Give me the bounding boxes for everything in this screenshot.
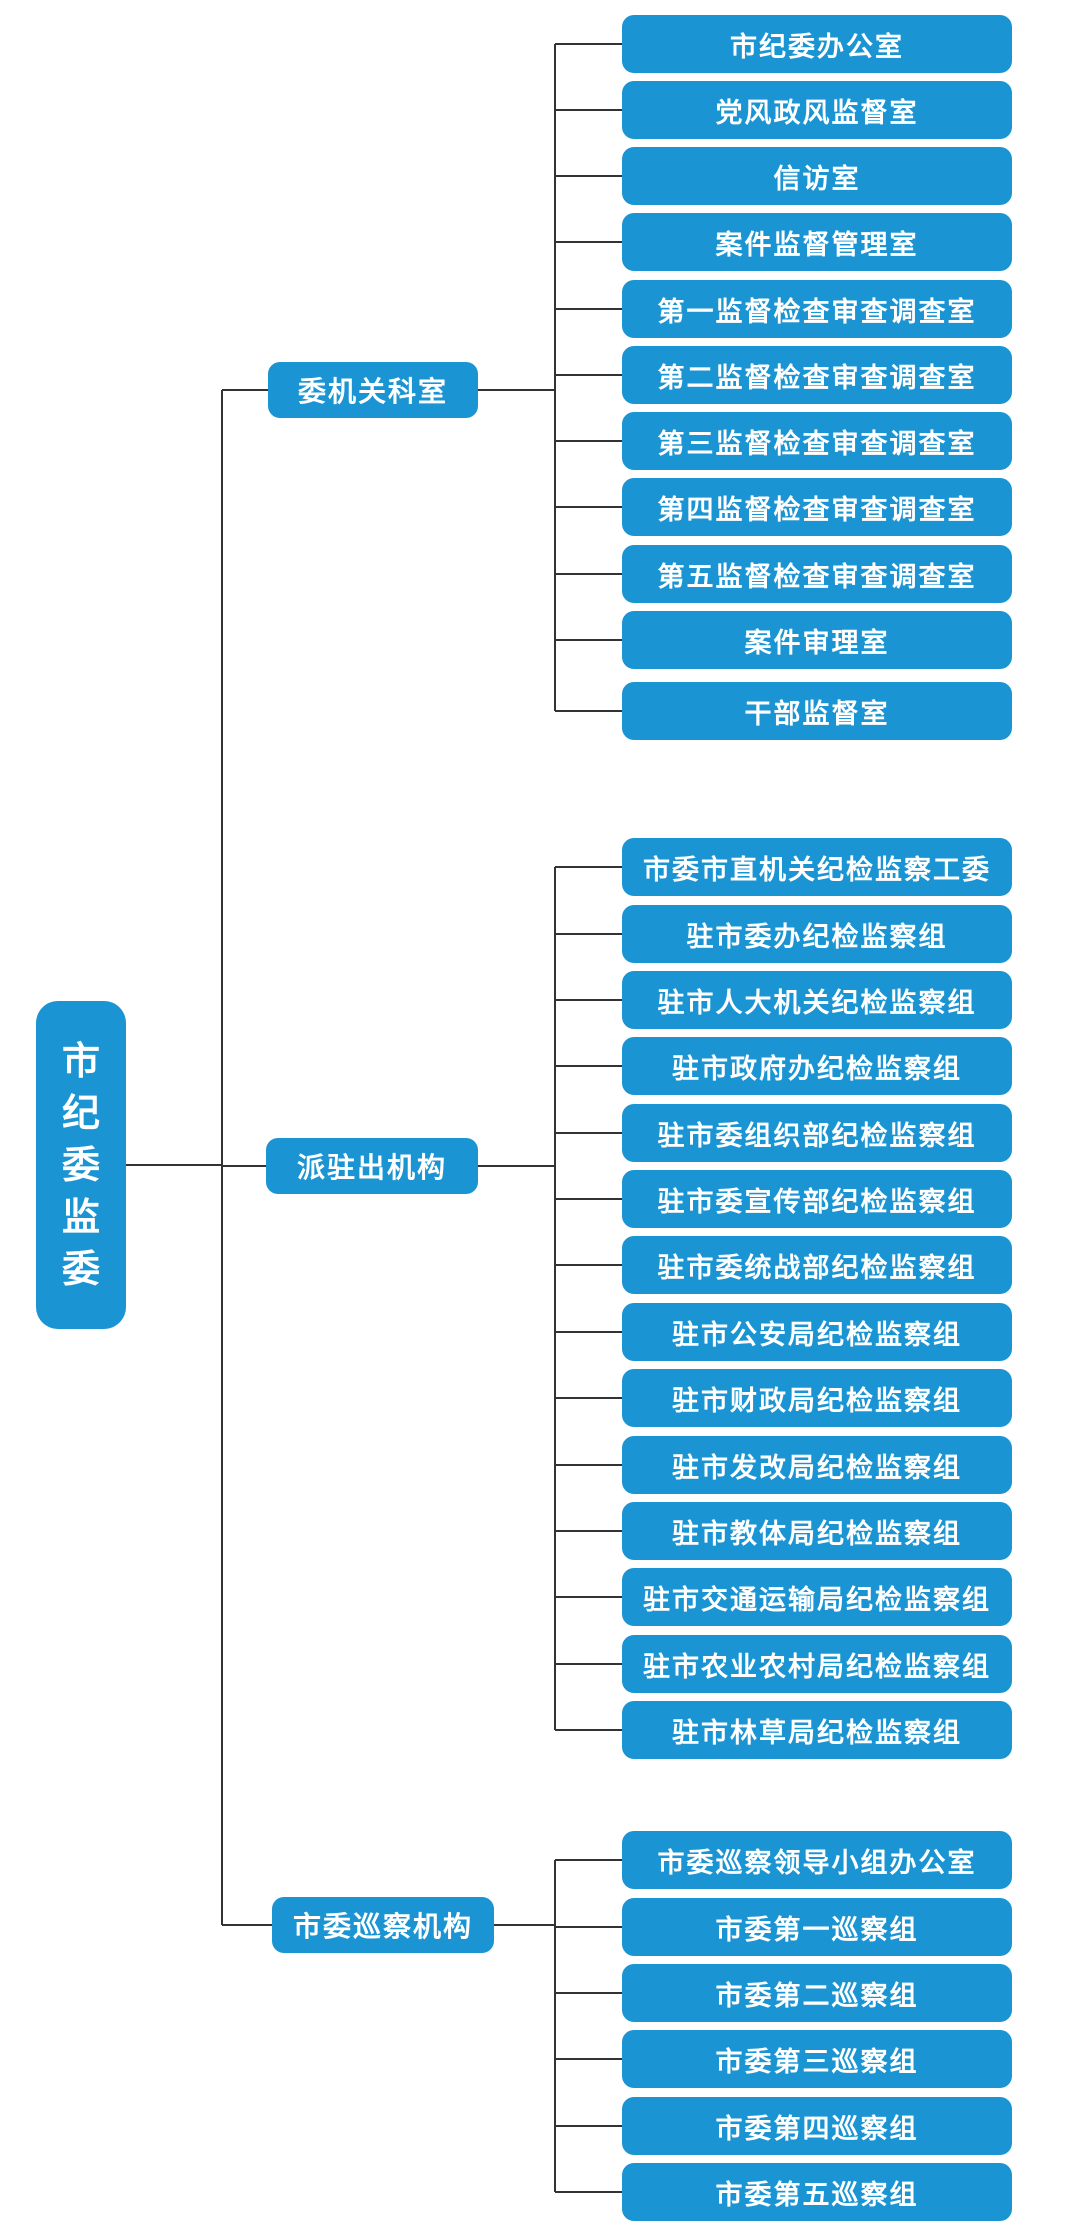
branch-label: 委机关科室 <box>297 375 448 408</box>
leaf-node: 驻市委统战部纪检监察组 <box>622 1236 1012 1294</box>
leaf-label: 驻市发改局纪检监察组 <box>672 1452 962 1484</box>
leaf-label: 市委第五巡察组 <box>715 2179 919 2211</box>
leaf-node: 第四监督检查审查调查室 <box>622 478 1012 536</box>
leaf-label: 驻市委宣传部纪检监察组 <box>657 1186 977 1218</box>
leaf-label: 驻市交通运输局纪检监察组 <box>643 1584 991 1616</box>
leaf-node: 市委第二巡察组 <box>622 1964 1012 2022</box>
leaf-node: 市委第五巡察组 <box>622 2163 1012 2221</box>
leaf-label: 市委第三巡察组 <box>715 2046 919 2078</box>
leaf-label: 市委第二巡察组 <box>715 1980 919 2012</box>
leaf-node: 驻市委办纪检监察组 <box>622 905 1012 963</box>
leaf-label: 案件审理室 <box>744 627 890 659</box>
leaf-label: 干部监督室 <box>744 698 890 730</box>
leaf-label: 第四监督检查审查调查室 <box>657 494 977 526</box>
leaf-label: 驻市财政局纪检监察组 <box>672 1385 962 1417</box>
leaf-node: 信访室 <box>622 147 1012 205</box>
leaf-node: 驻市财政局纪检监察组 <box>622 1369 1012 1427</box>
leaf-label: 案件监督管理室 <box>715 229 919 261</box>
leaf-node: 市委第四巡察组 <box>622 2097 1012 2155</box>
leaf-label: 市纪委办公室 <box>730 31 904 63</box>
leaf-label: 市委市直机关纪检监察工委 <box>643 854 991 886</box>
leaf-node: 第一监督检查审查调查室 <box>622 280 1012 338</box>
leaf-node: 市委第三巡察组 <box>622 2030 1012 2088</box>
leaf-label: 驻市委办纪检监察组 <box>686 921 948 953</box>
leaf-label: 市委巡察领导小组办公室 <box>657 1847 977 1879</box>
leaf-label: 第一监督检查审查调查室 <box>657 296 977 328</box>
branch-node-inspection-agencies: 市委巡察机构 <box>272 1897 494 1953</box>
branch-node-dispatched-agencies: 派驻出机构 <box>266 1138 478 1194</box>
leaf-node: 第五监督检查审查调查室 <box>622 545 1012 603</box>
leaf-node: 驻市教体局纪检监察组 <box>622 1502 1012 1560</box>
leaf-label: 党风政风监督室 <box>715 97 919 129</box>
branch-label: 市委巡察机构 <box>292 1910 473 1943</box>
leaf-label: 驻市林草局纪检监察组 <box>672 1717 962 1749</box>
root-label: 市纪委监委 <box>61 1039 100 1291</box>
leaf-node: 干部监督室 <box>622 682 1012 740</box>
leaf-label: 驻市委统战部纪检监察组 <box>657 1252 977 1284</box>
root-node: 市纪委监委 <box>36 1001 126 1329</box>
leaf-label: 第三监督检查审查调查室 <box>657 428 977 460</box>
leaf-node: 驻市委组织部纪检监察组 <box>622 1104 1012 1162</box>
leaf-node: 市委第一巡察组 <box>622 1898 1012 1956</box>
leaf-node: 市纪委办公室 <box>622 15 1012 73</box>
leaf-label: 第五监督检查审查调查室 <box>657 561 977 593</box>
leaf-label: 第二监督检查审查调查室 <box>657 362 977 394</box>
leaf-label: 信访室 <box>773 163 861 195</box>
leaf-node: 案件审理室 <box>622 611 1012 669</box>
leaf-label: 驻市委组织部纪检监察组 <box>657 1120 977 1152</box>
leaf-node: 驻市委宣传部纪检监察组 <box>622 1170 1012 1228</box>
leaf-node: 驻市交通运输局纪检监察组 <box>622 1568 1012 1626</box>
leaf-label: 驻市农业农村局纪检监察组 <box>643 1651 991 1683</box>
leaf-label: 市委第四巡察组 <box>715 2113 919 2145</box>
leaf-node: 驻市农业农村局纪检监察组 <box>622 1635 1012 1693</box>
leaf-node: 驻市公安局纪检监察组 <box>622 1303 1012 1361</box>
branch-label: 派驻出机构 <box>296 1151 447 1184</box>
leaf-label: 驻市教体局纪检监察组 <box>672 1518 962 1550</box>
leaf-node: 驻市政府办纪检监察组 <box>622 1037 1012 1095</box>
branch-node-agency-offices: 委机关科室 <box>268 362 478 418</box>
leaf-node: 案件监督管理室 <box>622 213 1012 271</box>
leaf-label: 驻市人大机关纪检监察组 <box>657 987 977 1019</box>
leaf-node: 第二监督检查审查调查室 <box>622 346 1012 404</box>
leaf-label: 驻市公安局纪检监察组 <box>672 1319 962 1351</box>
leaf-node: 第三监督检查审查调查室 <box>622 412 1012 470</box>
leaf-node: 市委巡察领导小组办公室 <box>622 1831 1012 1889</box>
leaf-node: 驻市人大机关纪检监察组 <box>622 971 1012 1029</box>
leaf-node: 党风政风监督室 <box>622 81 1012 139</box>
leaf-node: 驻市发改局纪检监察组 <box>622 1436 1012 1494</box>
leaf-label: 驻市政府办纪检监察组 <box>672 1053 962 1085</box>
leaf-label: 市委第一巡察组 <box>715 1914 919 1946</box>
leaf-node: 市委市直机关纪检监察工委 <box>622 838 1012 896</box>
leaf-node: 驻市林草局纪检监察组 <box>622 1701 1012 1759</box>
